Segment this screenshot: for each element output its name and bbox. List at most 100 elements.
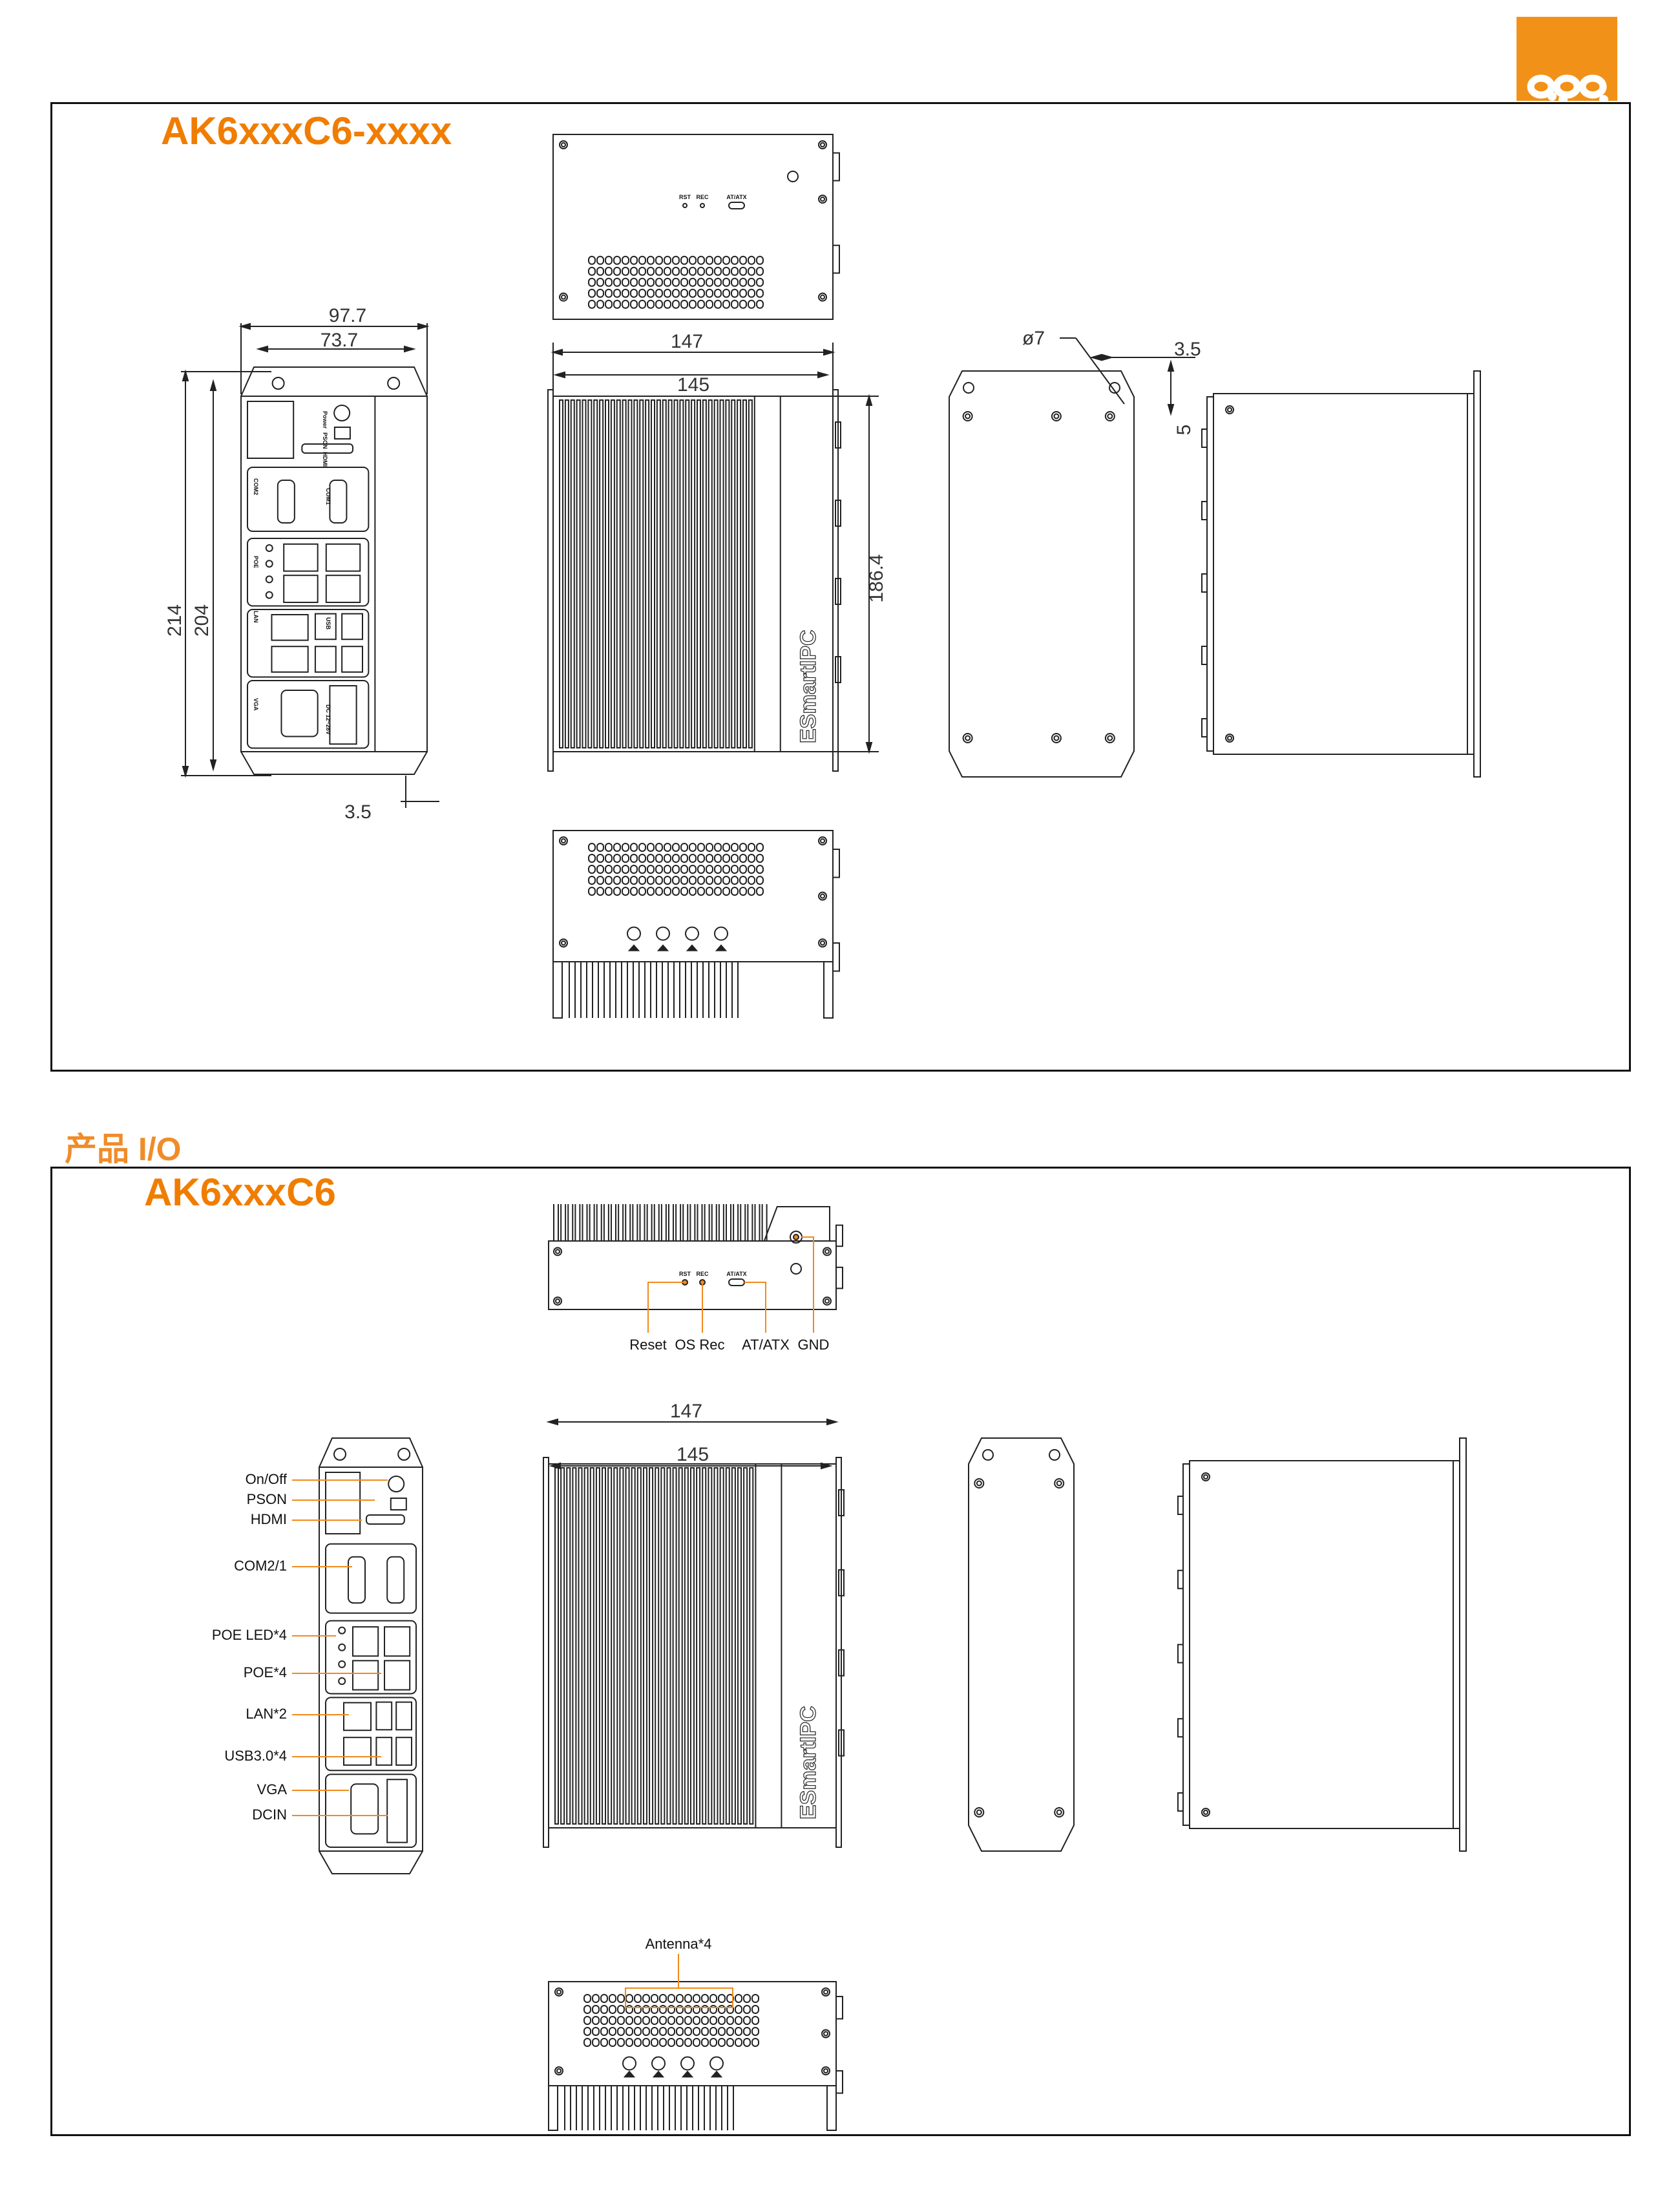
heatsink-fin — [679, 399, 684, 748]
side-connector — [835, 1266, 843, 1289]
heatsink-fin — [743, 1467, 748, 1825]
poe-led-icon — [265, 544, 273, 552]
heatsink-fin — [702, 399, 707, 748]
vent-slot — [706, 876, 713, 885]
poe-rj45-port — [352, 1626, 379, 1657]
vent-slot — [596, 854, 604, 863]
heatsink-fin — [572, 1467, 577, 1825]
vent-slot — [722, 255, 730, 265]
vent-slot — [659, 1994, 667, 2003]
antenna-marker — [652, 2070, 665, 2078]
vent-slot — [617, 2027, 625, 2036]
antenna-marker — [710, 2070, 723, 2078]
callout-antenna: Antenna*4 — [646, 1936, 712, 1952]
screw-icon — [1227, 407, 1232, 412]
vent-slot — [672, 843, 680, 852]
mount-ear — [552, 961, 563, 1019]
com1-port — [386, 1556, 405, 1604]
vent-slot — [655, 288, 663, 298]
vent-slot — [655, 865, 663, 874]
mount-ear-top — [319, 1437, 423, 1468]
vent-slot — [588, 277, 596, 287]
vent-slot — [722, 887, 730, 896]
vent-slot — [709, 2027, 717, 2036]
vent-slot — [630, 277, 638, 287]
vent-slot — [647, 288, 655, 298]
vent-slot — [697, 865, 705, 874]
heatsink-fin — [610, 399, 615, 748]
vent-slot — [596, 266, 604, 276]
vent-slot — [756, 277, 764, 287]
screw-icon — [821, 2066, 830, 2075]
vent-slot — [625, 2038, 633, 2047]
vent-slot — [630, 299, 638, 309]
vent-slot — [647, 843, 655, 852]
vent-slot — [748, 266, 755, 276]
dim-line-slot-arrows — [1089, 354, 1114, 361]
vent-slot — [756, 299, 764, 309]
lan-usb-section — [247, 609, 370, 678]
vent-slot — [735, 2005, 742, 2014]
label-lan: LAN — [253, 611, 259, 623]
vent-slot — [743, 1994, 751, 2003]
vent-slot — [647, 887, 655, 896]
vent-slot — [739, 277, 747, 287]
rst-button-icon — [682, 203, 688, 208]
vent-slot — [609, 2038, 616, 2047]
antenna-marker — [715, 944, 728, 951]
vent-slot — [739, 255, 747, 265]
screw-icon — [1107, 735, 1113, 741]
model-title-io: AK6xxxC6 — [144, 1171, 336, 1214]
vent-slot — [697, 277, 705, 287]
vent-slot — [751, 2016, 759, 2025]
screw-icon — [821, 2029, 830, 2039]
screw-icon — [555, 1298, 560, 1304]
vent-slot — [743, 2005, 751, 2014]
vent-slot — [722, 854, 730, 863]
vent-slot — [588, 266, 596, 276]
vent-slot — [609, 2027, 616, 2036]
vent-slot — [731, 865, 739, 874]
vent-slot — [605, 843, 613, 852]
poe-rj45-port — [384, 1660, 411, 1691]
label-poe: POE — [253, 556, 259, 568]
keyhole-slot — [963, 382, 974, 394]
side-port — [1201, 718, 1208, 737]
vent-slot — [697, 854, 705, 863]
vent-slot — [684, 1994, 692, 2003]
vent-slot — [706, 299, 713, 309]
vent-slot — [756, 843, 764, 852]
label-rst: RST — [679, 194, 691, 200]
vent-slot — [718, 2016, 726, 2025]
keyhole-slot — [271, 377, 285, 390]
screw-icon — [820, 838, 825, 843]
vent-slot — [651, 2038, 658, 2047]
vent-slot — [630, 887, 638, 896]
heatsink-fin — [622, 399, 627, 748]
vent-slot — [638, 876, 646, 885]
side-port — [835, 500, 841, 527]
vent-slot — [709, 2038, 717, 2047]
poe-rj45-port — [283, 575, 319, 604]
vent-slot — [622, 266, 629, 276]
vent-slot — [588, 255, 596, 265]
heatsink-fin — [613, 1467, 618, 1825]
vent-slot — [605, 255, 613, 265]
usb-port — [314, 646, 337, 673]
vent-slot — [647, 865, 655, 874]
mount-ear — [826, 2085, 837, 2131]
vent-slot — [689, 255, 697, 265]
vent-slot — [680, 255, 688, 265]
vent-slot — [756, 288, 764, 298]
keyhole-slot — [982, 1449, 994, 1461]
power-button-icon — [388, 1476, 405, 1492]
heatsink-fin — [689, 1467, 695, 1825]
vent-slot — [743, 2038, 751, 2047]
vent-slot — [655, 843, 663, 852]
dim-line-length-total-io-arrows — [546, 1418, 839, 1426]
screw-icon — [1107, 413, 1113, 419]
vent-slot — [664, 299, 671, 309]
vent-slot — [605, 266, 613, 276]
vent-slot — [625, 2005, 633, 2014]
